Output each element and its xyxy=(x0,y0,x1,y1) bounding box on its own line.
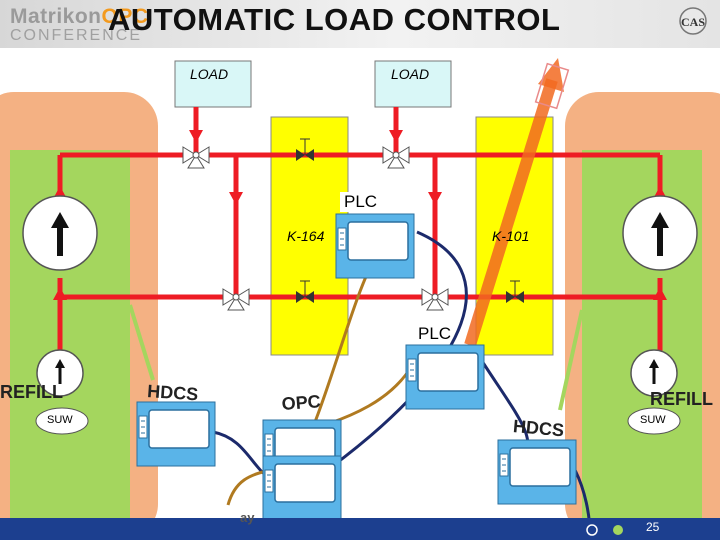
workstation-icon xyxy=(262,455,342,521)
cas-badge-icon: CAS xyxy=(679,7,707,35)
workstation-icon xyxy=(136,401,216,467)
right-tank xyxy=(565,92,720,538)
conference-logo: MatrikonOPC xyxy=(10,5,149,28)
page-number: 25 xyxy=(646,520,660,534)
slide-title: AUTOMATIC LOAD CONTROL xyxy=(108,2,561,37)
workstation-icon xyxy=(405,344,485,410)
refill-pump-right xyxy=(630,349,678,397)
refill-pump-left xyxy=(36,349,84,397)
workstation-icon xyxy=(335,213,415,279)
conference-logo-subtitle: CONFERENCE xyxy=(10,27,143,44)
workstation-icon xyxy=(497,439,577,505)
footer-bar xyxy=(0,518,720,540)
opc-label: OPC xyxy=(281,391,322,414)
refill-label-left: REFILL xyxy=(0,382,63,402)
svg-text:CAS: CAS xyxy=(681,15,705,29)
compressor-label-k164: K-164 xyxy=(287,228,325,244)
load-label-left: LOAD xyxy=(190,66,229,82)
pump-left xyxy=(22,195,98,271)
suw-label-left: SUW xyxy=(47,414,73,426)
load-label-right: LOAD xyxy=(391,66,430,82)
footer-text-fragment: ay xyxy=(240,510,255,525)
load-box-left xyxy=(174,60,252,108)
load-flow-arrow xyxy=(464,78,558,347)
load-box-right xyxy=(374,60,452,108)
hdcs-label-right: HDCS xyxy=(512,416,565,441)
pump-right xyxy=(622,195,698,271)
hdcs-label-left: HDCS xyxy=(146,381,199,405)
compressor-label-k101: K-101 xyxy=(492,228,530,244)
suw-tag-right xyxy=(627,407,681,435)
plc-label-top: PLC xyxy=(340,192,382,212)
plc-label-mid: PLC xyxy=(418,324,452,343)
suw-tag-left xyxy=(35,407,89,435)
header-bar: MatrikonOPC CONFERENCE CAS xyxy=(0,0,720,48)
suw-label-right: SUW xyxy=(640,414,666,426)
refill-label-right: REFILL xyxy=(650,389,713,409)
